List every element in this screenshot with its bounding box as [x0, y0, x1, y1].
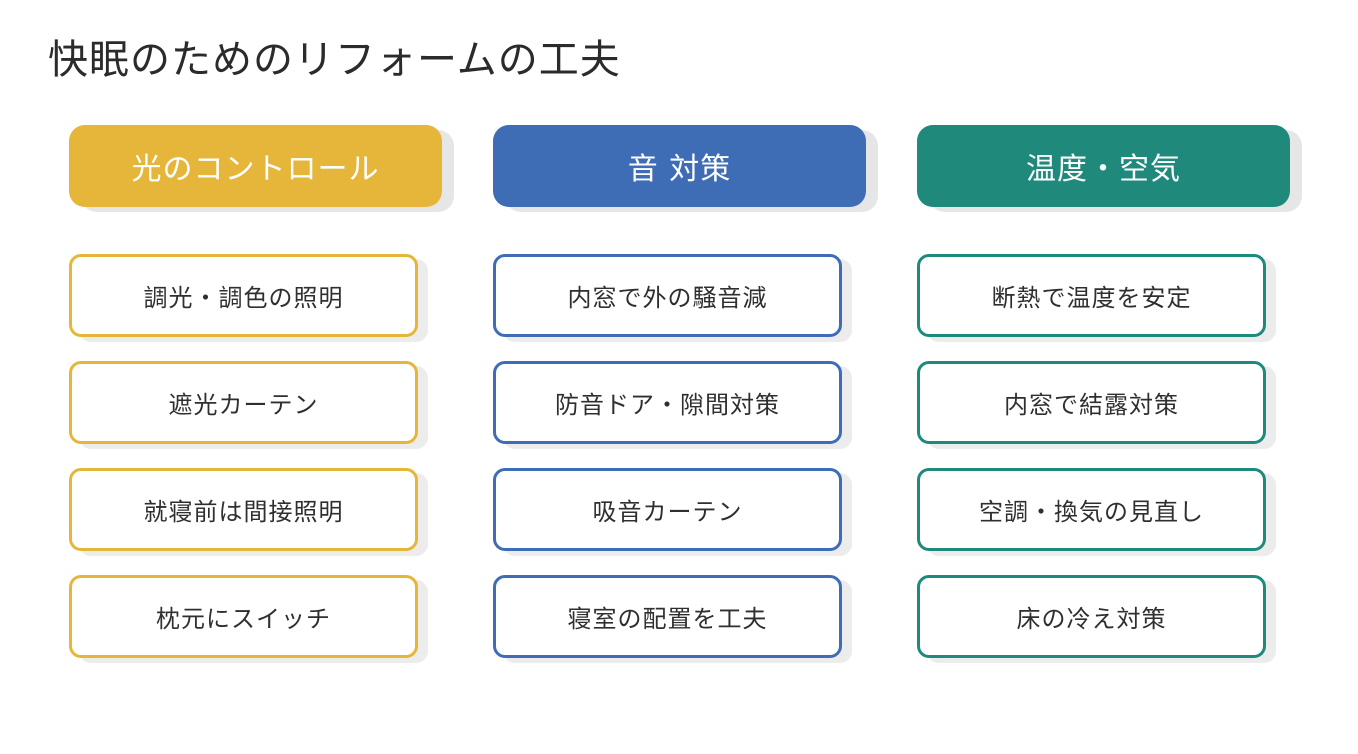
- column-light-control: 光のコントロール 調光・調色の照明 遮光カーテン 就寝前は間接照明 枕元にスイッ…: [69, 125, 442, 658]
- card-floor-cold: 床の冷え対策: [917, 575, 1266, 658]
- card-list-sound: 内窓で外の騒音減 防音ドア・隙間対策 吸音カーテン 寝室の配置を工夫: [493, 254, 866, 658]
- column-header-sound: 音 対策: [493, 125, 866, 207]
- card-dimmable-lighting: 調光・調色の照明: [69, 254, 418, 337]
- card-inner-window-condensation: 内窓で結露対策: [917, 361, 1266, 444]
- card-bedside-switch: 枕元にスイッチ: [69, 575, 418, 658]
- card-list-light: 調光・調色の照明 遮光カーテン 就寝前は間接照明 枕元にスイッチ: [69, 254, 442, 658]
- column-header-temperature: 温度・空気: [917, 125, 1290, 207]
- card-indirect-lighting: 就寝前は間接照明: [69, 468, 418, 551]
- card-list-temperature: 断熱で温度を安定 内窓で結露対策 空調・換気の見直し 床の冷え対策: [917, 254, 1290, 658]
- column-header-light: 光のコントロール: [69, 125, 442, 207]
- card-insulation: 断熱で温度を安定: [917, 254, 1266, 337]
- card-inner-window-noise: 内窓で外の騒音減: [493, 254, 842, 337]
- column-temperature-air: 温度・空気 断熱で温度を安定 内窓で結露対策 空調・換気の見直し 床の冷え対策: [917, 125, 1290, 658]
- page-title: 快眠のためのリフォームの工夫: [48, 37, 621, 83]
- column-sound-measures: 音 対策 内窓で外の騒音減 防音ドア・隙間対策 吸音カーテン 寝室の配置を工夫: [493, 125, 866, 658]
- card-soundproof-door: 防音ドア・隙間対策: [493, 361, 842, 444]
- card-sound-absorbing-curtain: 吸音カーテン: [493, 468, 842, 551]
- card-bedroom-layout: 寝室の配置を工夫: [493, 575, 842, 658]
- card-hvac-ventilation: 空調・換気の見直し: [917, 468, 1266, 551]
- card-blackout-curtain: 遮光カーテン: [69, 361, 418, 444]
